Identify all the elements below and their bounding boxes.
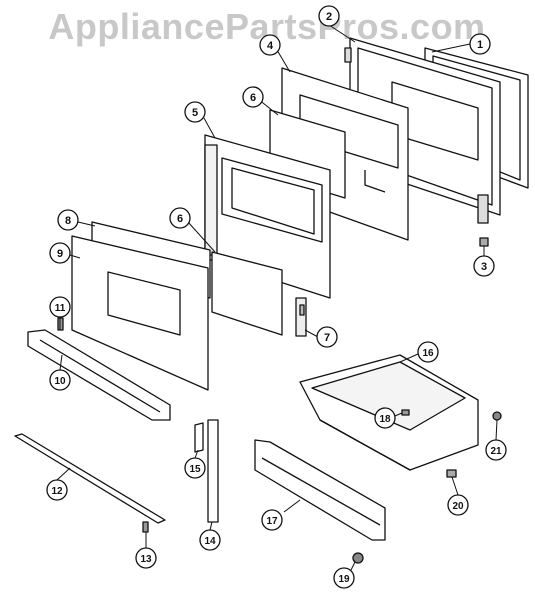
- callout-9-label: 9: [57, 248, 63, 260]
- callout-20-label: 20: [452, 501, 464, 512]
- callout-5-label: 5: [192, 107, 198, 119]
- callout-6b: [169, 207, 191, 229]
- callout-5: [184, 101, 206, 123]
- callout-20: [447, 494, 469, 516]
- callout-12: [46, 479, 68, 501]
- callout-8: [57, 209, 79, 231]
- part-knob-19: [352, 552, 364, 564]
- callout-2: [318, 5, 340, 27]
- callout-7: [316, 326, 338, 348]
- callout-3: [473, 255, 495, 277]
- part-drawer-front: [254, 439, 386, 541]
- callout-19: [333, 567, 355, 589]
- callout-9: [49, 242, 71, 264]
- callout-14-label: 14: [204, 536, 216, 547]
- callout-18-label: 18: [379, 414, 391, 425]
- callout-13: [135, 547, 157, 569]
- part-outer-door: [71, 235, 209, 391]
- callout-12-label: 12: [51, 486, 63, 497]
- callout-11: [49, 296, 71, 318]
- callout-4: [259, 34, 281, 56]
- callout-17: [261, 509, 283, 531]
- callout-15-label: 15: [189, 464, 201, 475]
- callout-18: [374, 407, 396, 429]
- part-door-frame: [204, 134, 331, 299]
- callout-8-label: 8: [65, 215, 71, 227]
- callout-layer: 1 2 3 4 5 6 6 7 8 9 10 11 12: [46, 5, 507, 589]
- callout-11-label: 11: [55, 303, 66, 314]
- callout-10: [49, 369, 71, 391]
- callout-21: [485, 439, 507, 461]
- callout-14: [199, 529, 221, 551]
- part-screw-13: [142, 521, 149, 533]
- callout-19-label: 19: [338, 574, 350, 585]
- callout-6b-label: 6: [177, 213, 183, 225]
- callout-21-label: 21: [490, 446, 502, 457]
- part-glass-lower: [211, 251, 283, 336]
- part-clip-3: [479, 237, 489, 247]
- callout-16-label: 16: [422, 348, 434, 359]
- callout-7-label: 7: [324, 332, 330, 344]
- callout-2-label: 2: [326, 11, 332, 23]
- part-drawer-rails: [194, 419, 219, 523]
- part-roller-21: [492, 411, 502, 421]
- callout-17-label: 17: [266, 516, 278, 527]
- part-screw-18: [401, 409, 410, 416]
- part-clip-20: [446, 469, 457, 478]
- part-hinge-bracket: [295, 297, 307, 337]
- callout-6a-label: 6: [250, 92, 256, 104]
- callout-1: [469, 33, 491, 55]
- callout-10-label: 10: [54, 376, 66, 387]
- callout-3-label: 3: [481, 261, 487, 273]
- callout-13-label: 13: [140, 554, 152, 565]
- callout-15: [184, 457, 206, 479]
- callout-4-label: 4: [267, 40, 274, 52]
- callout-1-label: 1: [477, 39, 483, 51]
- part-door-trim: [27, 329, 171, 421]
- callout-6a: [242, 86, 264, 108]
- callout-16: [417, 341, 439, 363]
- part-bottom-strip: [14, 433, 166, 524]
